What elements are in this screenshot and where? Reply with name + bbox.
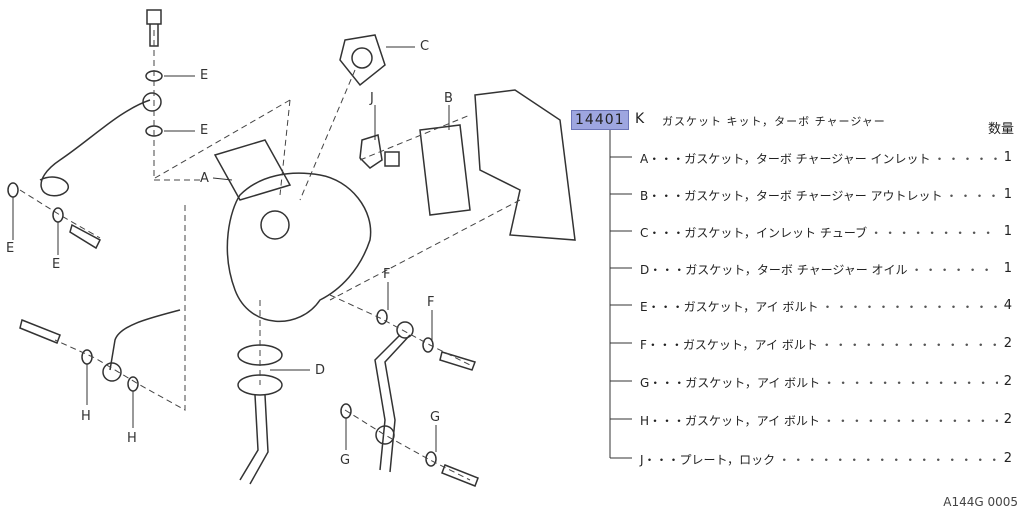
callout-c: C bbox=[420, 39, 430, 54]
oil-pipe-lower bbox=[109, 309, 181, 371]
bolt-h bbox=[19, 318, 61, 344]
bolt-small bbox=[69, 223, 101, 250]
washer-f-2 bbox=[422, 337, 434, 353]
list-item: H・・・ガスケット，アイ ボルト2 bbox=[640, 412, 1012, 429]
part-suffix: K bbox=[635, 111, 645, 127]
callout-e-1: E bbox=[200, 68, 209, 83]
gasket-a bbox=[213, 139, 292, 201]
callout-h-1: H bbox=[81, 409, 91, 424]
turbo-outlet-elbow bbox=[474, 89, 576, 241]
list-item: E・・・ガスケット，アイ ボルト4 bbox=[640, 298, 1012, 315]
washer-e-3 bbox=[7, 182, 19, 198]
list-item: J・・・プレート，ロック2 bbox=[640, 451, 1012, 468]
bolt-head bbox=[146, 9, 162, 25]
washer-h-1 bbox=[81, 349, 93, 365]
callout-h-2: H bbox=[127, 431, 137, 446]
oil-return-pipe bbox=[239, 394, 269, 485]
diagram-code: A144G 0005 bbox=[943, 495, 1018, 509]
washer-h-2 bbox=[127, 376, 139, 392]
callout-f-2: F bbox=[427, 295, 435, 310]
callout-g-1: G bbox=[430, 410, 441, 425]
callout-a: A bbox=[200, 171, 209, 186]
list-item: C・・・ガスケット，インレット チューブ1 bbox=[640, 224, 1012, 241]
washer-g-2 bbox=[425, 451, 437, 467]
gasket-b bbox=[419, 124, 471, 216]
turbocharger-body bbox=[226, 172, 372, 322]
callout-d: D bbox=[315, 363, 326, 378]
list-item: D・・・ガスケット，ターボ チャージャー オイル1 bbox=[640, 261, 1012, 278]
bolt-g bbox=[441, 464, 479, 487]
oil-pipe-upper bbox=[39, 99, 151, 197]
oil-feed-pipe bbox=[374, 334, 411, 473]
callout-e-4: E bbox=[52, 257, 61, 272]
callout-g-2: G bbox=[340, 453, 351, 468]
callout-f-1: F bbox=[383, 267, 391, 282]
list-item: G・・・ガスケット，アイ ボルト2 bbox=[640, 374, 1012, 391]
list-item: B・・・ガスケット，ターボ チャージャー アウトレット1 bbox=[640, 187, 1012, 204]
callout-b: B bbox=[444, 91, 453, 106]
washer-e-4 bbox=[52, 207, 64, 223]
list-item: A・・・ガスケット，ターボ チャージャー インレット1 bbox=[640, 150, 1012, 167]
lock-plate-j bbox=[359, 134, 383, 169]
list-item: F・・・ガスケット，アイ ボルト2 bbox=[640, 336, 1012, 353]
banjo-fitting bbox=[142, 92, 162, 112]
gasket-c bbox=[339, 34, 386, 87]
callout-e-2: E bbox=[200, 123, 209, 138]
bolt-f bbox=[439, 351, 476, 371]
part-number[interactable]: 14401 bbox=[571, 110, 629, 130]
callout-j: J bbox=[370, 91, 374, 106]
quantity-header: 数量 bbox=[988, 122, 1015, 137]
nut bbox=[384, 151, 400, 167]
callout-e-3: E bbox=[6, 241, 15, 256]
kit-title: ガスケット キット，ターボ チャージャー bbox=[662, 115, 886, 128]
turbo-inlet bbox=[260, 210, 290, 240]
